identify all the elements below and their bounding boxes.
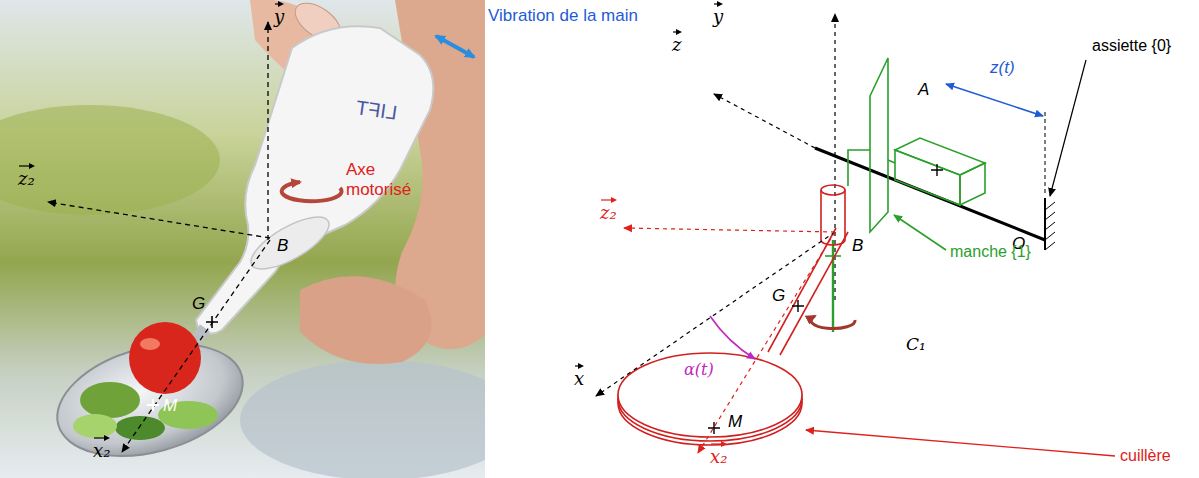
- point-name: M: [728, 412, 742, 432]
- vector-arrow: [672, 28, 682, 36]
- vector-arrow: [710, 440, 727, 448]
- point-name: B: [277, 236, 288, 256]
- axis-name: x: [574, 362, 584, 390]
- point-name: G: [192, 294, 205, 314]
- vector-arrow: [713, 0, 723, 8]
- axis-name: y: [713, 0, 723, 28]
- point-name: G: [772, 286, 785, 306]
- vector-arrow: [274, 0, 284, 8]
- brand-mark: LIFT: [355, 95, 399, 124]
- axis-name: z₂: [600, 196, 617, 224]
- axis-name: y: [274, 0, 284, 28]
- axis-name: x₂: [710, 440, 727, 468]
- annotation: Vibration de la main: [488, 6, 638, 26]
- point-name: A: [918, 80, 929, 100]
- point-name: B: [852, 236, 863, 256]
- annotation: Axe motorisé: [346, 160, 430, 201]
- axis-name: x₂: [93, 434, 110, 462]
- axis-name: z: [672, 28, 681, 56]
- angle-name: α(t): [684, 360, 714, 379]
- axis-name: z₂: [18, 162, 35, 190]
- photo: [0, 0, 485, 478]
- dimension: z(t): [990, 58, 1015, 78]
- point-name: M: [163, 396, 177, 416]
- vector-arrow: [93, 434, 110, 442]
- vector-arrow: [600, 196, 617, 204]
- vector-arrow: [18, 162, 35, 170]
- part-name: manche {1}: [950, 242, 1031, 261]
- torque-name: C₁: [906, 334, 926, 354]
- part-name: cuillère: [1120, 446, 1171, 465]
- part-name: assiette {0}: [1092, 36, 1171, 55]
- vector-arrow: [574, 362, 584, 370]
